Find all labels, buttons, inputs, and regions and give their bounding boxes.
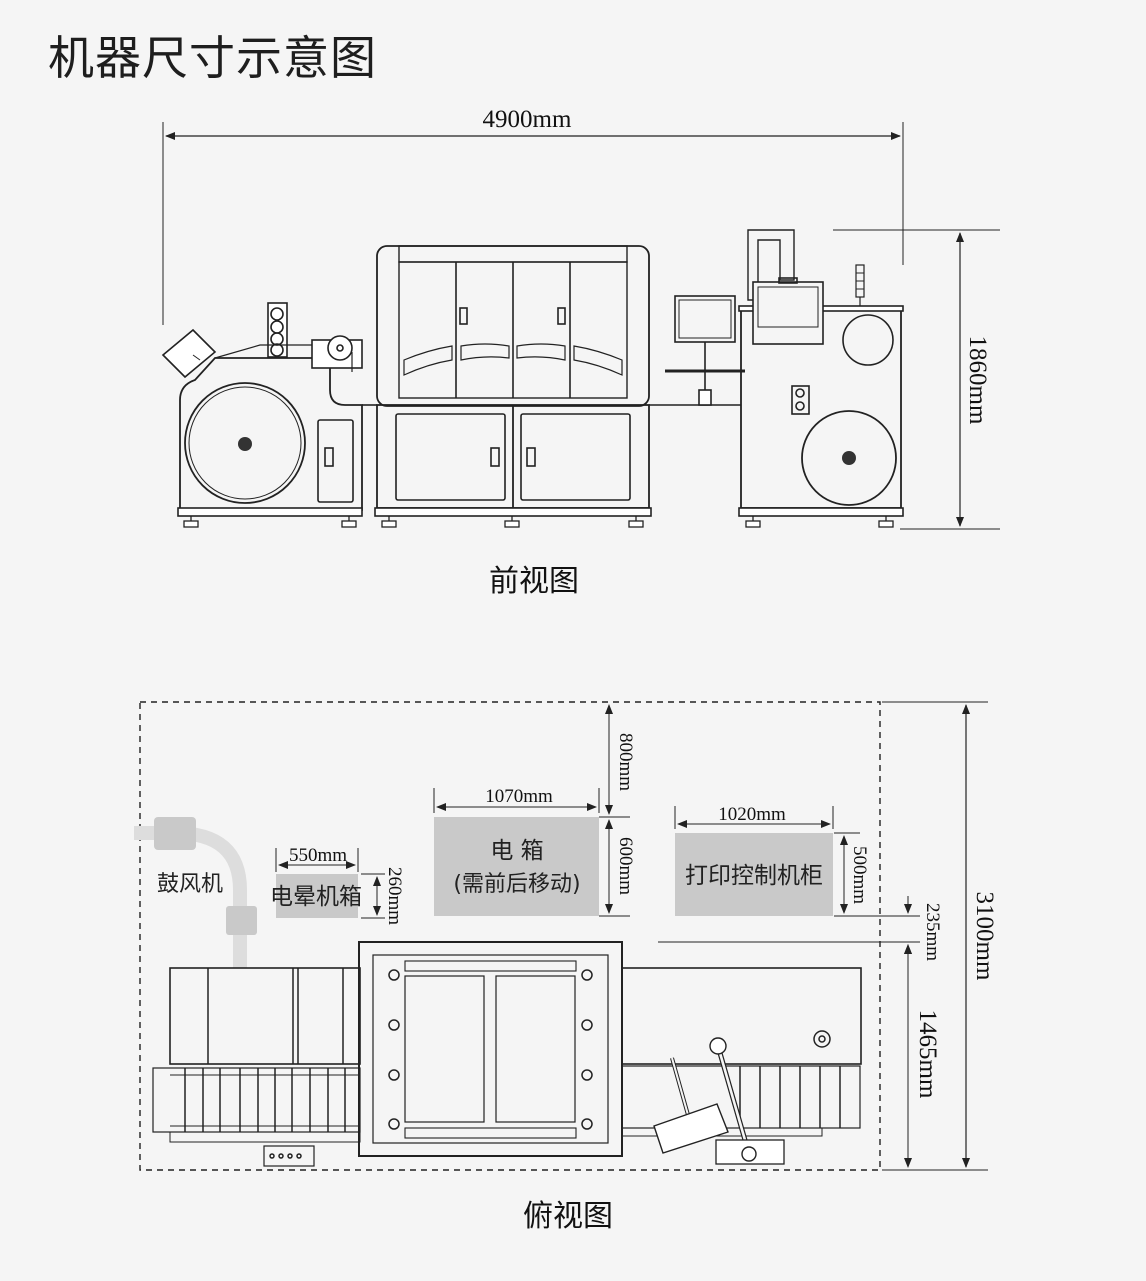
corona-box-width: 550mm (289, 845, 347, 866)
top-view: 鼓风机 电晕机箱 550mm 260mm 电 箱 (需前后移动) 1070mm (134, 701, 998, 1234)
control-cabinet-label: 打印控制机柜 (685, 863, 823, 889)
print-module-feet (381, 516, 644, 528)
print-module (362, 245, 741, 528)
rewinder-feet (745, 516, 894, 528)
corona-box: 电晕机箱 550mm 260mm (270, 845, 405, 925)
electric-box-depth: 600mm (615, 837, 636, 895)
corona-box-depth: 260mm (384, 867, 405, 925)
front-height-label: 1860mm (964, 336, 991, 425)
electric-box-label-line1: 电 箱 (490, 838, 543, 864)
rewinder-unit (738, 229, 904, 528)
blower: 鼓风机 (134, 817, 257, 968)
machine-plan (152, 941, 862, 1167)
top-view-caption: 俯视图 (523, 1199, 613, 1234)
depth-dimensions: 235mm 1465mm 3100mm (658, 701, 998, 1171)
front-width-dimension: 4900mm (162, 106, 904, 325)
front-view-caption: 前视图 (489, 564, 579, 599)
footprint-boundary (139, 701, 881, 1171)
machine-depth-label: 1465mm (914, 1010, 941, 1099)
control-cabinet-depth: 500mm (849, 846, 870, 904)
electric-box: 电 箱 (需前后移动) 1070mm 600mm 800mm (433, 704, 636, 917)
blower-label: 鼓风机 (157, 872, 223, 897)
front-width-label: 4900mm (483, 106, 572, 133)
electric-box-width: 1070mm (485, 786, 553, 807)
electric-box-label-line2: (需前后移动) (453, 872, 580, 897)
front-height-dimension: 1860mm (833, 229, 1000, 530)
gap-label: 235mm (922, 903, 943, 961)
unwinder-feet (183, 516, 357, 528)
page-title: 机器尺寸示意图 (48, 31, 377, 85)
electric-box-clearance: 800mm (615, 733, 636, 791)
total-depth-label: 3100mm (971, 892, 998, 981)
operator-monitor (665, 295, 745, 406)
control-cabinet-width: 1020mm (718, 804, 786, 825)
corona-box-label: 电晕机箱 (270, 884, 362, 910)
unwinder-unit (161, 302, 363, 528)
front-view: 4900mm 1860mm (161, 106, 1000, 599)
control-cabinet: 打印控制机柜 1020mm 500mm (674, 804, 920, 917)
